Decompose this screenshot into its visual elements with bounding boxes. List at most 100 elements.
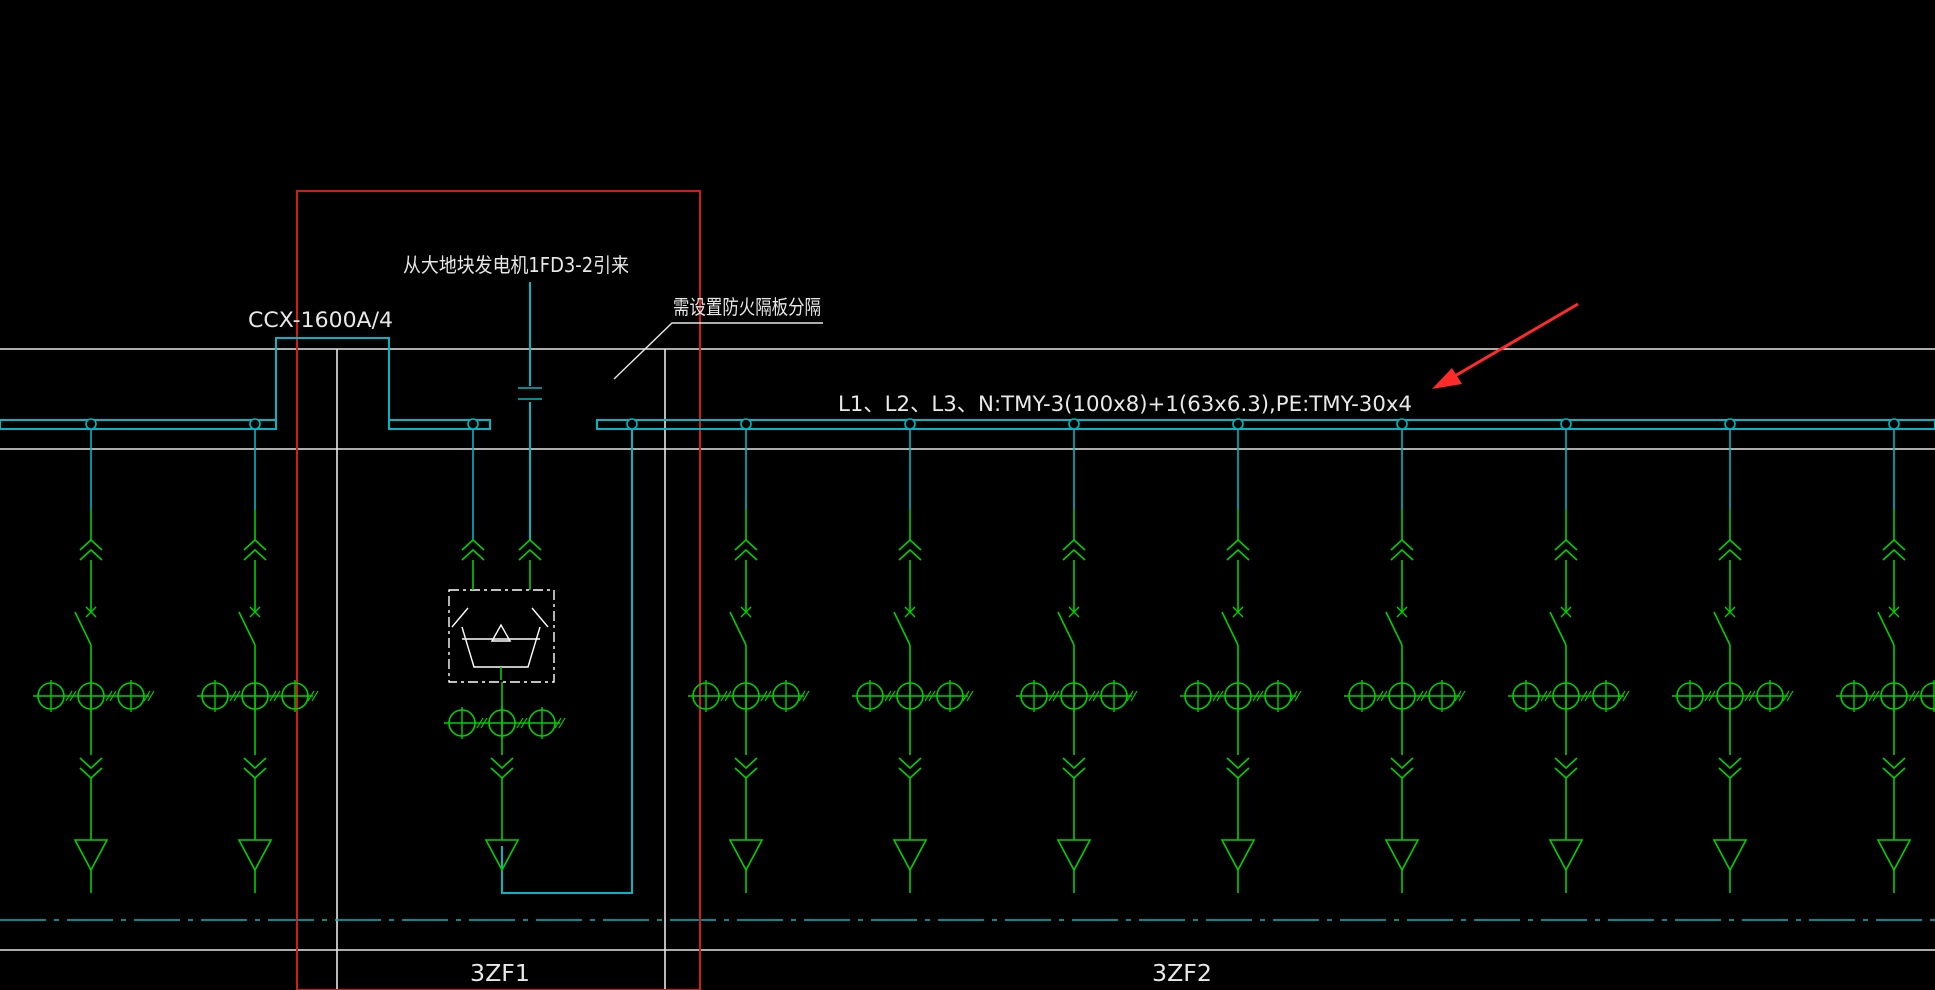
- feeder-3zf2-7-connector-up: [1718, 538, 1742, 551]
- feeder-3zf2-7-connector-up: [1718, 548, 1742, 561]
- feeder-3zf2-5-connector-down: [1390, 757, 1414, 770]
- tie-tap-node: [626, 418, 638, 430]
- feeder-3zf2-1-x-mark: [740, 606, 752, 618]
- ats-switch-box: [448, 589, 555, 683]
- feeder-3zf2-3-tap-node: [1068, 418, 1080, 430]
- coupling-mark: [518, 387, 542, 400]
- pointer-arrow: [1432, 302, 1579, 389]
- feeder-3zf2-5-ct: [1420, 690, 1428, 702]
- feeder-3zf2-4-ct: [1212, 690, 1220, 702]
- busbar-spec-label: L1、L2、L3、N:TMY-3(100x8)+1(63x6.3),PE:TMY…: [838, 392, 1412, 416]
- feeder-3zf2-5-connector-up: [1390, 548, 1414, 561]
- feeder-3zf2-7-ct: [1748, 690, 1756, 702]
- feeder-3zf2-3-ct: [1130, 690, 1138, 702]
- feeder-3zf2-6-connector-down: [1554, 757, 1578, 770]
- feeder-3zf2-4-ct: [1252, 690, 1260, 702]
- feeder-left-2-ct: [307, 690, 315, 702]
- feeder-3zf2-3-ct: [1092, 690, 1100, 702]
- fire-barrier-note-label: 需设置防火隔板分隔: [673, 295, 821, 319]
- feeder-3zf2-1-connector-down: [734, 757, 758, 770]
- feeder-3zf2-5-ct: [1376, 690, 1384, 702]
- feeder-3zf1-connector-down: [490, 767, 514, 780]
- feeder-3zf1-ct: [476, 717, 484, 729]
- feeder-3zf2-4-x-mark: [1232, 606, 1244, 618]
- feeder-3zf2-8-ct: [1872, 690, 1880, 702]
- feeder-left-1-x-mark: [85, 606, 97, 618]
- feeder-3zf1-ct: [520, 717, 528, 729]
- feeder-3zf2-4-ct: [1294, 690, 1302, 702]
- feeder-3zf2-8-connector-down: [1882, 757, 1906, 770]
- feeder-circuits: [33, 418, 1935, 893]
- source-note-label: 从大地块发电机1FD3-2引来: [403, 253, 629, 277]
- feeder-3zf2-1-tap-node: [740, 418, 752, 430]
- feeder-3zf2-5-connector-up: [1390, 538, 1414, 551]
- feeder-left-1-connector-down: [79, 767, 103, 780]
- busbar-group: [0, 282, 1935, 894]
- feeder-left-1-connector-up: [79, 548, 103, 561]
- feeder-3zf2-8-connector-up: [1882, 548, 1906, 561]
- feeder-3zf1-ct: [480, 717, 488, 729]
- feeder-3zf2-7-ct: [1782, 690, 1790, 702]
- panel-3zf2-label: 3ZF2: [1152, 961, 1212, 987]
- tie-connection-line: [501, 424, 633, 894]
- feeder-3zf2-1-ct: [764, 690, 772, 702]
- feeder-left-2-connector-up: [243, 538, 267, 551]
- feeder-3zf2-5-ct: [1458, 690, 1466, 702]
- panel-3zf1-label: 3ZF1: [470, 961, 530, 987]
- feeder-3zf2-6-tap-node: [1560, 418, 1572, 430]
- busbar-bridge-segment: [388, 419, 491, 430]
- feeder-3zf2-2-x-mark: [904, 606, 916, 618]
- busbar-left-body: [0, 419, 277, 430]
- feeder-left-1-ct: [143, 690, 151, 702]
- feeder-3zf2-3-connector-up: [1062, 548, 1086, 561]
- feeder-3zf2-8-ct: [1868, 690, 1876, 702]
- feeder-3zf1-tap-node: [467, 418, 479, 430]
- feeder-3zf2-1-ct: [802, 690, 810, 702]
- feeder-3zf2-4-connector-up: [1226, 548, 1250, 561]
- feeder-3zf2-8-terminal: [1876, 839, 1912, 872]
- feeder-3zf2-4-breaker: [1221, 611, 1239, 646]
- feeder-3zf2-7-ct: [1744, 690, 1752, 702]
- feeder-3zf2-3-ct: [1048, 690, 1056, 702]
- feeder-3zf2-1-ct: [724, 690, 732, 702]
- feeder-3zf2-8-x-mark: [1888, 606, 1900, 618]
- feeder-3zf2-4-ct: [1256, 690, 1264, 702]
- feeder-3zf2-3-connector-down: [1062, 767, 1086, 780]
- feeder-left-2-ct: [273, 690, 281, 702]
- feeder-3zf2-7-connector-down: [1718, 757, 1742, 770]
- feeder-3zf2-6-ct: [1540, 690, 1548, 702]
- feeder-3zf2-6-ct: [1580, 690, 1588, 702]
- feeder-3zf2-4-connector-down: [1226, 767, 1250, 780]
- feeder-3zf2-4-tap-node: [1232, 418, 1244, 430]
- feeder-left-1-connector-down: [79, 757, 103, 770]
- feeder-3zf2-6-ct: [1544, 690, 1552, 702]
- feeder-3zf2-2-breaker: [893, 611, 911, 646]
- frame-lines: [0, 348, 1935, 990]
- feeder-3zf2-7-ct: [1708, 690, 1716, 702]
- feeder-3zf1-ct: [554, 717, 562, 729]
- feeder-3zf1-ct: [516, 717, 524, 729]
- feeder-3zf2-7-x-mark: [1724, 606, 1736, 618]
- feeder-3zf2-2-ct: [884, 690, 892, 702]
- feeder-left-2-ct: [269, 690, 277, 702]
- feeder-left-2-connector-down: [243, 767, 267, 780]
- feeder-3zf2-8-tap-node: [1888, 418, 1900, 430]
- feeder-3zf2-2-ct: [924, 690, 932, 702]
- feeder-3zf2-8-ct: [1912, 690, 1920, 702]
- feeder-3zf2-2-connector-down: [898, 757, 922, 770]
- fire-barrier-leader: [613, 322, 823, 380]
- feeder-left-2-ct: [311, 690, 319, 702]
- feeder-3zf2-6-breaker: [1549, 611, 1567, 646]
- feeder-3zf2-3-breaker: [1057, 611, 1075, 646]
- feeder-3zf2-7-terminal: [1712, 839, 1748, 872]
- feeder-left-2-connector-up: [243, 548, 267, 561]
- feeder-3zf2-3-ct: [1126, 690, 1134, 702]
- feeder-left-2-connector-down: [243, 757, 267, 770]
- feeder-3zf2-1-connector-down: [734, 767, 758, 780]
- feeder-3zf2-2-connector-up: [898, 538, 922, 551]
- feeder-3zf2-5-connector-down: [1390, 767, 1414, 780]
- feeder-left-1-ct: [105, 690, 113, 702]
- triangle-icon: [490, 623, 512, 642]
- feeder-3zf2-3-connector-down: [1062, 757, 1086, 770]
- feeder-left-2-breaker: [238, 611, 256, 646]
